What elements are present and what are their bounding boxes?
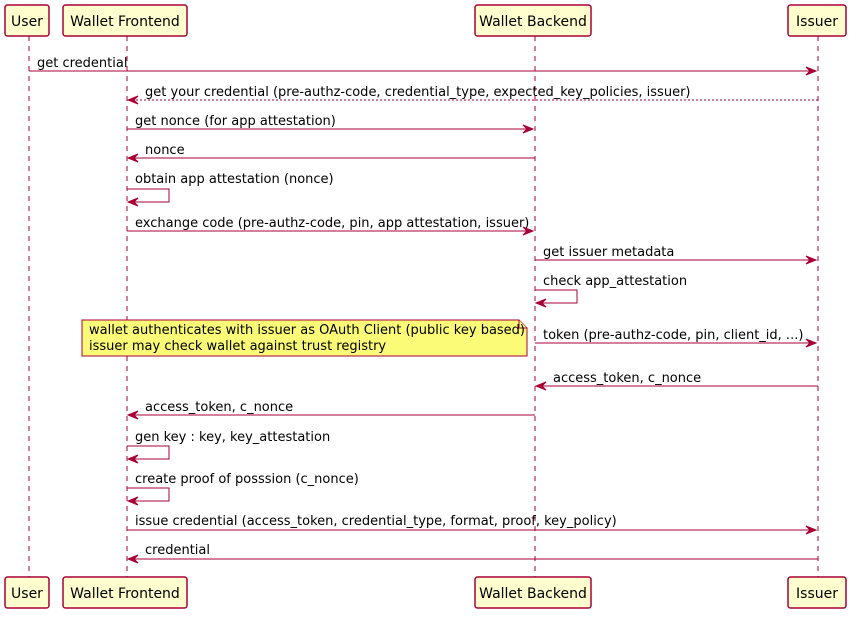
svg-text:get your credential (pre-authz: get your credential (pre-authz-code, cre… xyxy=(145,85,691,100)
message-obtain-app-attestation: obtain app attestation (nonce) xyxy=(126,172,334,207)
svg-text:get nonce (for app attestation: get nonce (for app attestation) xyxy=(135,114,336,129)
message-check-app-attestation: check app_attestation xyxy=(534,274,687,308)
participant-issuer-bottom: Issuer xyxy=(787,576,847,609)
svg-text:issue credential (access_token: issue credential (access_token, credenti… xyxy=(135,514,617,529)
participant-user-bottom: User xyxy=(4,576,50,609)
svg-text:obtain app attestation (nonce): obtain app attestation (nonce) xyxy=(135,172,334,187)
svg-text:get issuer metadata: get issuer metadata xyxy=(543,245,674,260)
participant-wallet-backend-top: Wallet Backend xyxy=(474,4,592,37)
svg-text:check app_attestation: check app_attestation xyxy=(543,274,687,289)
message-get-issuer-metadata: get issuer metadata xyxy=(535,245,818,265)
message-gen-key: gen key : key, key_attestation xyxy=(126,430,330,464)
note-oauth-client: wallet authenticates with issuer as OAut… xyxy=(81,319,528,357)
message-nonce: nonce xyxy=(126,143,535,163)
participant-user-label: User xyxy=(11,14,43,30)
message-access-token-to-backend: access_token, c_nonce xyxy=(534,371,818,391)
participant-issuer-label: Issuer xyxy=(796,586,838,602)
svg-text:gen key : key, key_attestation: gen key : key, key_attestation xyxy=(135,430,330,445)
participant-user-label: User xyxy=(11,586,43,602)
svg-text:nonce: nonce xyxy=(145,143,185,158)
participant-issuer-top: Issuer xyxy=(787,4,847,37)
note-line-2: issuer may check wallet against trust re… xyxy=(89,339,386,354)
participant-wallet-frontend-bottom: Wallet Frontend xyxy=(62,576,188,609)
message-create-proof: create proof of posssion (c_nonce) xyxy=(126,472,359,506)
message-get-credential: get credential xyxy=(29,56,818,76)
participant-wallet-backend-label: Wallet Backend xyxy=(479,14,587,30)
message-access-token-to-frontend: access_token, c_nonce xyxy=(126,400,535,420)
message-token: token (pre-authz-code, pin, client_id, .… xyxy=(535,328,818,348)
svg-text:access_token, c_nonce: access_token, c_nonce xyxy=(553,371,701,386)
participant-wallet-backend-label: Wallet Backend xyxy=(479,586,587,602)
svg-text:token (pre-authz-code, pin, cl: token (pre-authz-code, pin, client_id, .… xyxy=(543,328,803,343)
participant-issuer-label: Issuer xyxy=(796,14,838,30)
message-issue-credential: issue credential (access_token, credenti… xyxy=(127,514,818,535)
participant-wallet-frontend-label: Wallet Frontend xyxy=(70,14,180,30)
message-get-nonce: get nonce (for app attestation) xyxy=(127,114,535,134)
participant-wallet-backend-bottom: Wallet Backend xyxy=(474,576,592,609)
note-line-1: wallet authenticates with issuer as OAut… xyxy=(89,323,525,338)
svg-text:credential: credential xyxy=(145,543,210,558)
svg-text:exchange code (pre-authz-code,: exchange code (pre-authz-code, pin, app … xyxy=(135,216,529,231)
svg-text:access_token, c_nonce: access_token, c_nonce xyxy=(145,400,293,415)
message-credential: credential xyxy=(126,543,818,564)
message-exchange-code: exchange code (pre-authz-code, pin, app … xyxy=(127,216,535,236)
participant-wallet-frontend-top: Wallet Frontend xyxy=(62,4,188,37)
participant-user-top: User xyxy=(4,4,50,37)
participant-wallet-frontend-label: Wallet Frontend xyxy=(70,586,180,602)
message-get-your-credential: get your credential (pre-authz-code, cre… xyxy=(126,85,818,105)
svg-text:create proof of posssion (c_no: create proof of posssion (c_nonce) xyxy=(135,472,359,487)
svg-text:get credential: get credential xyxy=(37,56,127,71)
